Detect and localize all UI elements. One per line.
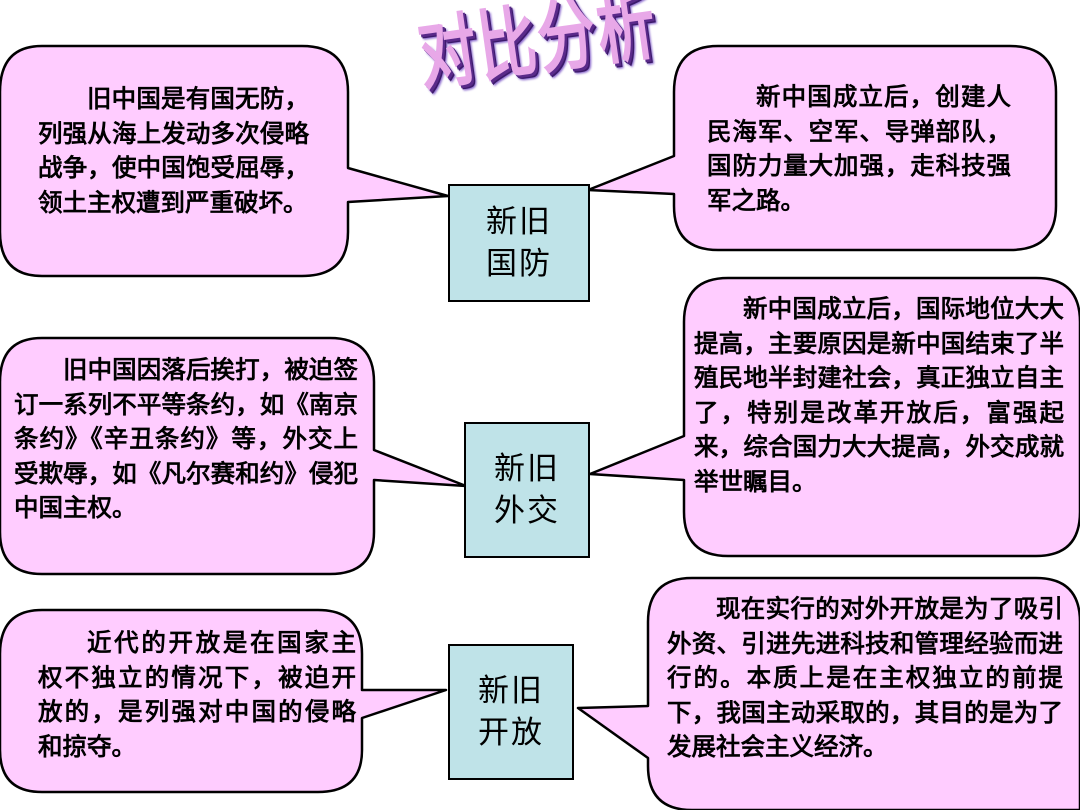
new-opening-text: 现在实行的对外开放是为了吸引外资、引进先进科技和管理经验而进行的。本质上是在主权… [667,594,1063,761]
defense-box-label: 新旧国防 [486,204,552,282]
opening-box: 新旧开放 [448,644,574,780]
new-opening-callout [576,576,1080,810]
diplomacy-box-label: 新旧外交 [494,451,560,529]
old-opening-callout [0,608,448,794]
old-defense-callout [0,44,450,278]
old-diplomacy-callout [0,336,468,576]
new-diplomacy-text: 新中国成立后，国际地位大大提高，主要原因是新中国结束了半殖民地半封建社会，真正独… [694,294,1064,496]
diplomacy-box: 新旧外交 [464,422,590,558]
old-opening-text: 近代的开放是在国家主权不独立的情况下，被迫开放的，是列强对中国的侵略和掠夺。 [38,628,356,761]
old-defense-text: 旧中国是有国无防，列强从海上发动多次侵略战争，使中国饱受屈辱，领土主权遭到严重破… [38,84,309,217]
old-diplomacy-text: 旧中国因落后挨打，被迫签订一系列不平等条约，如《南京条约》《辛丑条约》等，外交上… [14,355,358,522]
new-defense-callout [586,44,1058,252]
new-diplomacy-callout [588,276,1080,558]
new-defense-text: 新中国成立后，创建人民海军、空军、导弹部队，国防力量大加强，走科技强军之路。 [707,82,1011,215]
defense-box: 新旧国防 [448,184,590,302]
opening-box-label: 新旧开放 [478,673,544,751]
